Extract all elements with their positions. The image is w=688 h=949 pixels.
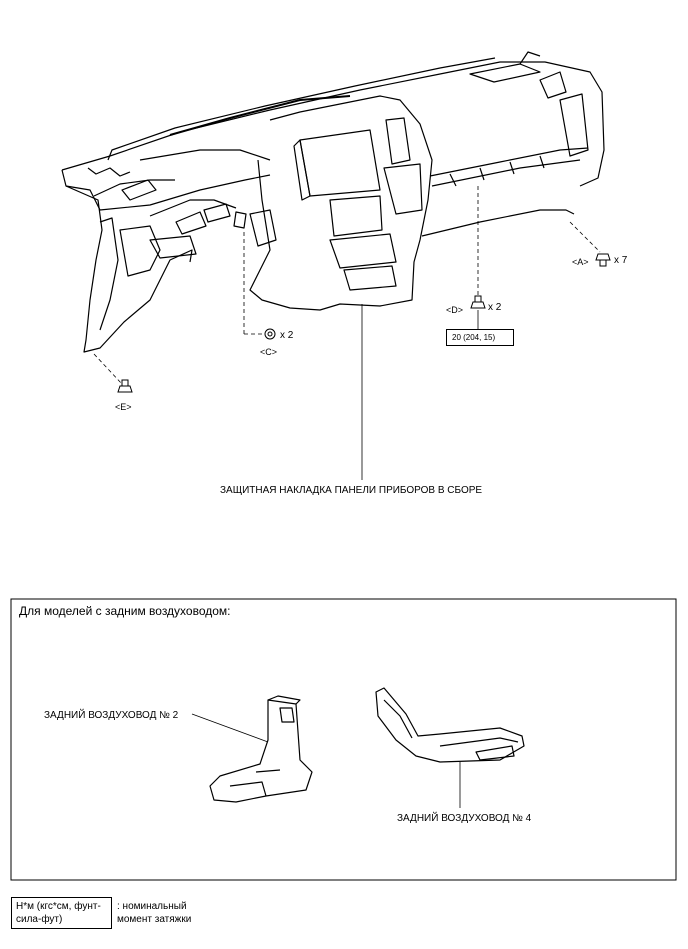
inset-title: Для моделей с задним воздуховодом: xyxy=(19,604,231,618)
legend-description: : номинальный момент затяжки xyxy=(117,901,192,925)
fastener-d-qty: x 2 xyxy=(488,302,502,313)
bolt-icon-e xyxy=(117,379,133,393)
instrument-panel-drawing xyxy=(61,51,605,353)
fastener-leaders xyxy=(93,186,601,385)
torque-value-box: 20 (204, 15) xyxy=(446,329,514,346)
leader-e xyxy=(93,353,123,385)
leader-a xyxy=(569,221,601,253)
inset-frame xyxy=(10,598,677,881)
bolt-icon-d xyxy=(470,295,486,309)
fastener-a-qty: x 7 xyxy=(614,255,628,266)
assembly-leader xyxy=(361,304,479,480)
rear-duct-2-drawing xyxy=(209,695,313,803)
fastener-a-tag: <A> xyxy=(572,257,589,267)
fastener-c-qty: x 2 xyxy=(280,330,294,341)
fastener-d-tag: <D> xyxy=(446,305,463,315)
duct-4-label: ЗАДНИЙ ВОЗДУХОВОД № 4 xyxy=(397,811,532,824)
duct-2-label: ЗАДНИЙ ВОЗДУХОВОД № 2 xyxy=(44,708,179,721)
bolt-icon-a xyxy=(595,253,611,267)
assembly-label: ЗАЩИТНАЯ НАКЛАДКА ПАНЕЛИ ПРИБОРОВ В СБОР… xyxy=(220,485,482,496)
nut-icon-c xyxy=(264,328,276,340)
fastener-e-tag: <E> xyxy=(115,402,132,412)
inset-leaders xyxy=(191,713,461,808)
legend-unit-box: Н*м (кгс*см, фунт-сила-фут) xyxy=(11,897,112,929)
rear-duct-4-drawing xyxy=(375,687,525,763)
fastener-c-tag: <C> xyxy=(260,347,277,357)
fastener-icons xyxy=(117,253,611,393)
